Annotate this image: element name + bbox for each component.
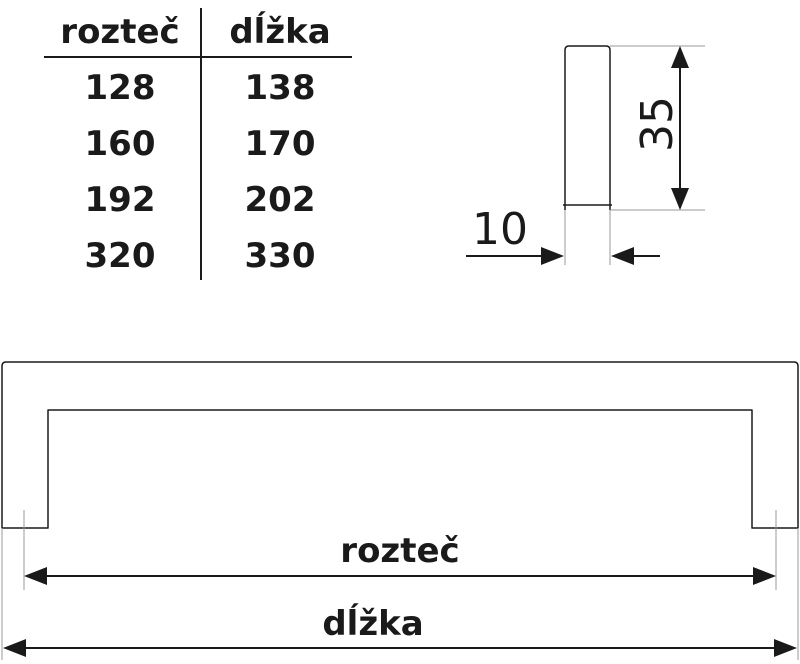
- table-cell-length: 202: [244, 180, 316, 220]
- height-label: 35: [632, 96, 683, 152]
- table-header-divider: [44, 56, 352, 58]
- height-arrow-down: [671, 188, 689, 210]
- length-label: dĺžka: [322, 603, 423, 644]
- width-label: 10: [472, 204, 528, 255]
- height-arrow-up: [671, 46, 689, 68]
- spacing-arrow-right: [753, 567, 776, 585]
- table-cell-spacing: 320: [84, 236, 156, 276]
- spacing-dimension: rozteč: [24, 531, 776, 585]
- table-cell-length: 330: [244, 236, 316, 276]
- length-arrow-left: [3, 639, 26, 657]
- table-header-spacing: rozteč: [60, 12, 180, 52]
- width-arrow-left: [611, 247, 634, 265]
- dimension-table: rozteč dĺžka 128 138 160 170 192 202 320…: [40, 8, 360, 280]
- length-arrow-right: [774, 639, 797, 657]
- spacing-label: rozteč: [340, 531, 459, 571]
- height-dimension: 35: [632, 46, 689, 210]
- table-cell-spacing: 160: [84, 124, 156, 164]
- table-cell-spacing: 192: [84, 180, 156, 220]
- spacing-arrow-left: [24, 567, 47, 585]
- table-header-length: dĺžka: [229, 12, 331, 52]
- profile-cross-section: 35 10: [466, 45, 705, 265]
- handle-outline: [1, 361, 799, 529]
- table-column-divider: [200, 8, 202, 280]
- table-cell-spacing: 128: [84, 68, 156, 108]
- profile-outline: [564, 45, 611, 210]
- length-dimension: dĺžka: [3, 603, 797, 657]
- width-dimension: 10: [466, 204, 660, 265]
- table-cell-length: 138: [244, 68, 316, 108]
- width-arrow-right: [541, 247, 564, 265]
- table-cell-length: 170: [244, 124, 316, 164]
- handle-front-view: rozteč dĺžka: [1, 361, 799, 660]
